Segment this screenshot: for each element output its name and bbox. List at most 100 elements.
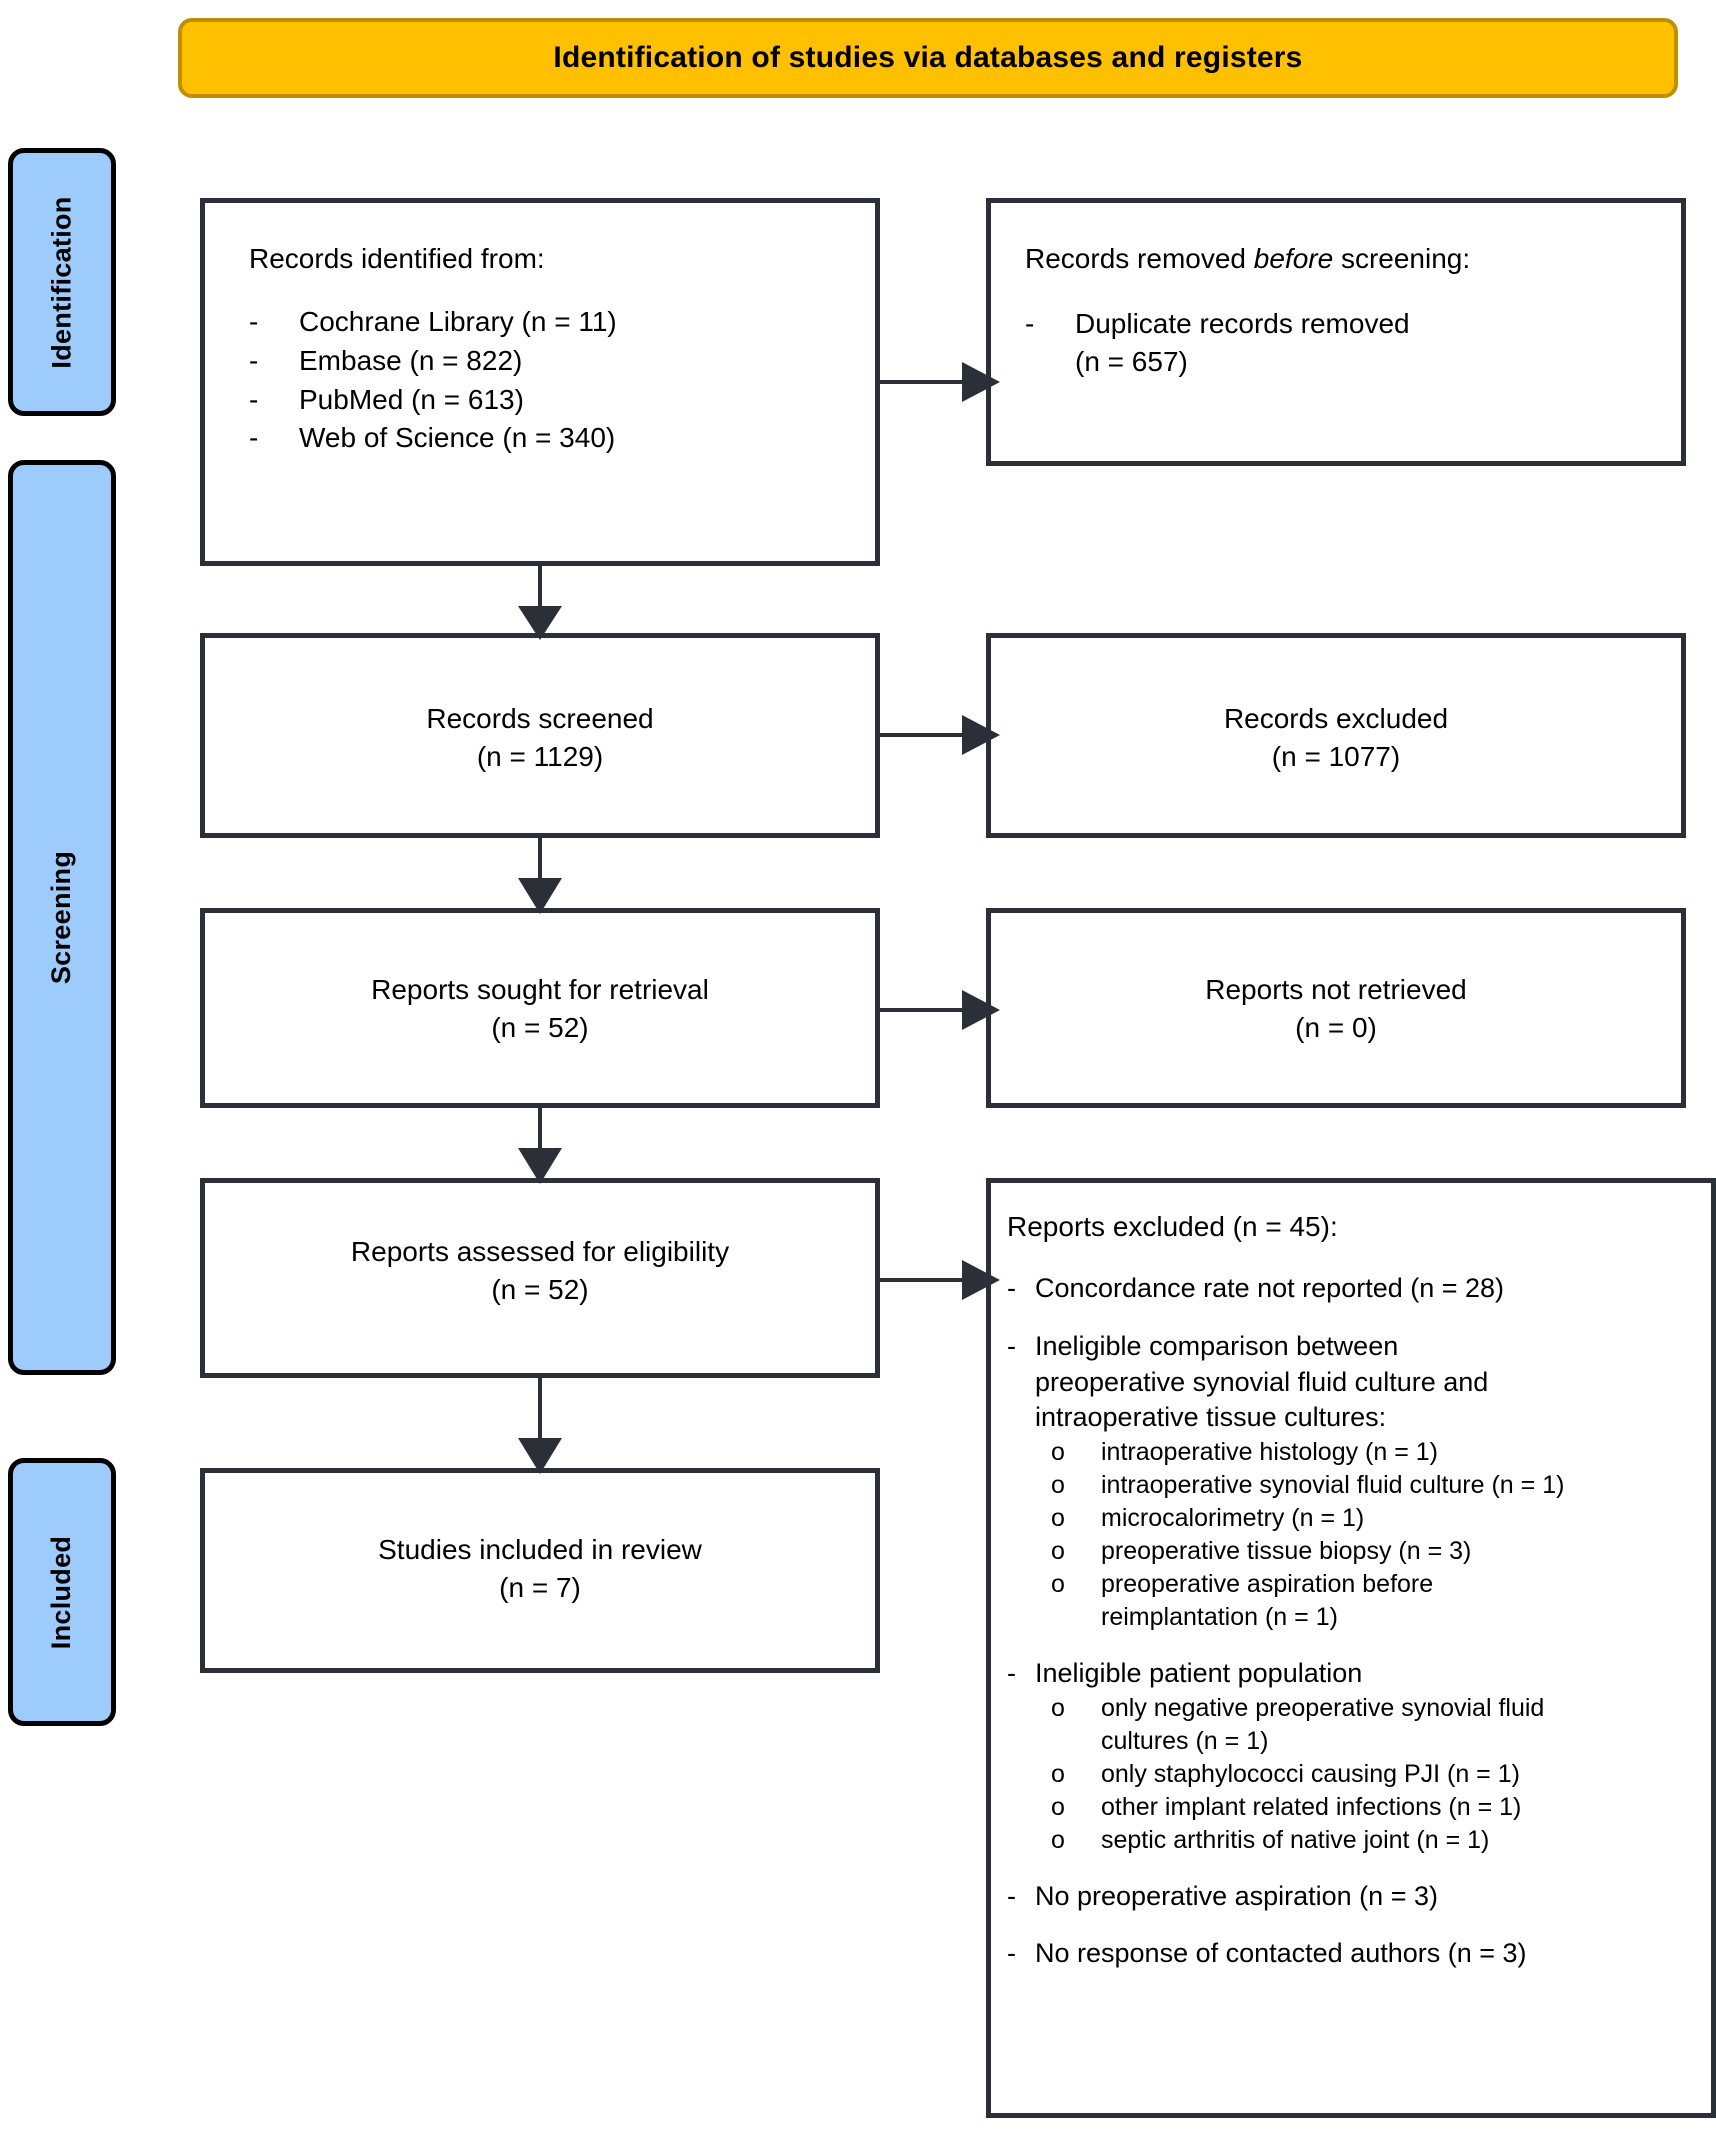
dash-bullet-icon: - [249, 422, 259, 454]
reports-not-retrieved-count: (n = 0) [1295, 1011, 1377, 1043]
list-item: - Cochrane Library (n = 11) [249, 303, 875, 342]
list-item: o septic arthritis of native joint (n = … [1051, 1824, 1693, 1857]
stage-bar-included: Included [8, 1458, 116, 1726]
reason-ineligible-patient-population: Ineligible patient population [1035, 1657, 1363, 1688]
list-item: - PubMed (n = 613) [249, 381, 875, 420]
list-item: - No response of contacted authors (n = … [1007, 1936, 1693, 1972]
dash-bullet-icon: - [1007, 1657, 1016, 1688]
dash-bullet-icon: - [1007, 1273, 1016, 1304]
stage-bar-identification: Identification [8, 148, 116, 416]
dash-bullet-icon: - [249, 345, 259, 377]
circle-bullet-icon: o [1051, 1470, 1065, 1499]
stage-label-screening: Screening [46, 850, 77, 985]
list-item: o microcalorimetry (n = 1) [1051, 1502, 1693, 1535]
list-item: - Embase (n = 822) [249, 342, 875, 381]
box-studies-included-in-review: Studies included in review (n = 7) [200, 1468, 880, 1673]
arrow-screened-to-sought [518, 838, 562, 914]
box-records-screened: Records screened (n = 1129) [200, 633, 880, 838]
reports-not-retrieved-label: Reports not retrieved [1205, 974, 1467, 1005]
records-identified-heading: Records identified from: [249, 243, 545, 274]
stage-label-identification: Identification [46, 195, 77, 369]
circle-bullet-icon: o [1051, 1437, 1065, 1466]
records-removed-heading-pre: Records removed [1025, 243, 1254, 274]
list-item: o other implant related infections (n = … [1051, 1791, 1693, 1824]
box-records-removed-before-screening: Records removed before screening: - Dupl… [986, 198, 1686, 466]
dash-bullet-icon: - [1007, 1331, 1016, 1362]
dash-bullet-icon: - [249, 383, 259, 415]
source-cochrane: Cochrane Library (n = 11) [299, 306, 617, 338]
box-reports-excluded-detail: Reports excluded (n = 45): - Concordance… [986, 1178, 1716, 2118]
studies-included-count: (n = 7) [499, 1571, 581, 1603]
box-reports-sought-for-retrieval: Reports sought for retrieval (n = 52) [200, 908, 880, 1108]
duplicate-records-removed-count: (n = 657) [1075, 345, 1188, 377]
circle-bullet-icon: o [1051, 1503, 1065, 1532]
records-screened-count: (n = 1129) [476, 740, 604, 772]
arrow-assessed-to-included [518, 1378, 562, 1474]
subreason-microcalorimetry: microcalorimetry (n = 1) [1101, 1503, 1365, 1532]
subreason-only-staphylococci: only staphylococci causing PJI (n = 1) [1101, 1759, 1520, 1788]
box-reports-not-retrieved: Reports not retrieved (n = 0) [986, 908, 1686, 1108]
duplicate-records-removed-label: Duplicate records removed [1075, 308, 1410, 340]
source-web-of-science: Web of Science (n = 340) [299, 422, 616, 454]
subreason-only-negative-cultures-line1: only negative preoperative synovial flui… [1101, 1693, 1545, 1722]
banner-title: Identification of studies via databases … [553, 41, 1303, 74]
records-excluded-count: (n = 1077) [1271, 740, 1401, 772]
list-item: - No preoperative aspiration (n = 3) [1007, 1879, 1693, 1915]
records-excluded-label: Records excluded [1223, 703, 1449, 734]
reason-no-response-contacted-authors: No response of contacted authors (n = 3) [1035, 1938, 1527, 1969]
circle-bullet-icon: o [1051, 1759, 1065, 1788]
list-item: - Web of Science (n = 340) [249, 419, 875, 458]
reason-ineligible-comparison-line3: intraoperative tissue cultures: [1035, 1402, 1387, 1433]
list-item: - Ineligible patient population [1007, 1656, 1693, 1692]
circle-bullet-icon: o [1051, 1569, 1065, 1598]
dash-bullet-icon: - [1007, 1938, 1016, 1969]
reports-assessed-count: (n = 52) [491, 1273, 589, 1305]
list-item: - Ineligible comparison between preopera… [1007, 1329, 1693, 1436]
records-removed-heading: Records removed before screening: [1025, 241, 1647, 277]
list-item: (n = 657) [1025, 343, 1647, 381]
source-embase: Embase (n = 822) [299, 345, 523, 377]
subreason-other-implant-infections: other implant related infections (n = 1) [1101, 1792, 1522, 1821]
reports-excluded-heading: Reports excluded (n = 45): [1007, 1211, 1338, 1242]
reason-ineligible-comparison-line2: preoperative synovial fluid culture and [1035, 1366, 1489, 1397]
records-removed-heading-post: screening: [1333, 243, 1471, 274]
subreason-only-negative-cultures-line2: cultures (n = 1) [1101, 1726, 1269, 1755]
diagram-header-banner: Identification of studies via databases … [178, 18, 1678, 98]
reports-sought-count: (n = 52) [491, 1011, 589, 1043]
subreason-preoperative-tissue-biopsy: preoperative tissue biopsy (n = 3) [1101, 1536, 1472, 1565]
reason-ineligible-comparison-line1: Ineligible comparison between [1035, 1331, 1399, 1362]
arrow-sought-to-not-retrieved [880, 990, 1000, 1030]
reason-no-preoperative-aspiration: No preoperative aspiration (n = 3) [1035, 1880, 1438, 1911]
list-item: o only staphylococci causing PJI (n = 1) [1051, 1758, 1693, 1791]
source-pubmed: PubMed (n = 613) [299, 383, 524, 415]
dash-bullet-icon: - [249, 306, 259, 338]
box-records-identified: Records identified from: - Cochrane Libr… [200, 198, 880, 566]
dash-bullet-icon: - [1025, 308, 1035, 340]
list-item: o preoperative aspiration before reimpla… [1051, 1568, 1693, 1634]
list-item: o intraoperative synovial fluid culture … [1051, 1469, 1693, 1502]
stage-bar-screening: Screening [8, 460, 116, 1375]
arrow-sought-to-assessed [518, 1108, 562, 1184]
records-removed-heading-emphasis: before [1253, 243, 1334, 274]
list-item: o preoperative tissue biopsy (n = 3) [1051, 1535, 1693, 1568]
reports-assessed-label: Reports assessed for eligibility [350, 1236, 730, 1267]
subreason-septic-arthritis-native-joint: septic arthritis of native joint (n = 1) [1101, 1825, 1490, 1854]
list-item: - Concordance rate not reported (n = 28) [1007, 1271, 1693, 1307]
circle-bullet-icon: o [1051, 1825, 1065, 1854]
list-item: o only negative preoperative synovial fl… [1051, 1692, 1693, 1758]
reports-sought-label: Reports sought for retrieval [371, 974, 709, 1005]
subreason-intraoperative-synovial-fluid-culture: intraoperative synovial fluid culture (n… [1101, 1470, 1565, 1499]
reason-concordance-rate: Concordance rate not reported (n = 28) [1035, 1273, 1505, 1304]
box-records-excluded: Records excluded (n = 1077) [986, 633, 1686, 838]
dash-bullet-icon: - [1007, 1880, 1016, 1911]
arrow-identified-to-screened [518, 566, 562, 640]
spacer [1025, 343, 1075, 381]
circle-bullet-icon: o [1051, 1693, 1065, 1722]
subreason-preoperative-aspiration-line2: reimplantation (n = 1) [1101, 1602, 1338, 1631]
list-item: - Duplicate records removed [1025, 305, 1647, 343]
subreason-intraoperative-histology: intraoperative histology (n = 1) [1101, 1437, 1438, 1466]
arrow-screened-to-excluded [880, 715, 1000, 755]
stage-label-included: Included [46, 1535, 77, 1649]
circle-bullet-icon: o [1051, 1792, 1065, 1821]
